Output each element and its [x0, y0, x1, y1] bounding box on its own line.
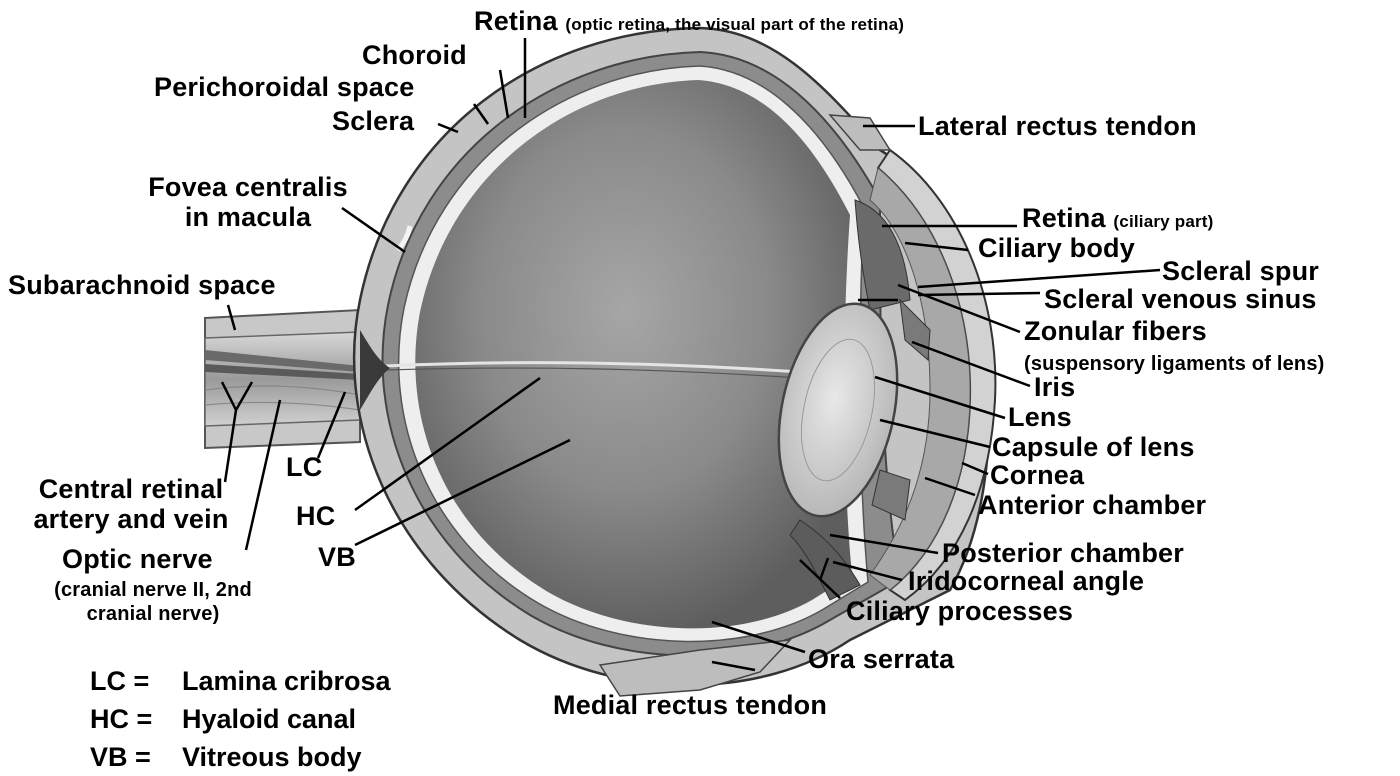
zonular-fibers-label: Zonular fibers [1024, 316, 1207, 346]
central-retinal-line1: Central retinal [20, 474, 242, 504]
legend-term: Vitreous body [182, 742, 362, 772]
legend-abbr: VB = [90, 742, 182, 772]
legend-term: Hyaloid canal [182, 704, 356, 734]
sclera-label: Sclera [332, 106, 414, 136]
ciliary-processes-label: Ciliary processes [846, 596, 1073, 626]
fovea-label: Fovea centralis in macula [130, 172, 366, 232]
capsule-of-lens-label: Capsule of lens [992, 432, 1195, 462]
cornea-label: Cornea [990, 460, 1084, 490]
retina-ciliary-label: Retina (ciliary part) [1022, 203, 1214, 237]
lc-label: LC [286, 452, 322, 482]
hc-label: HC [296, 501, 335, 531]
ciliary-body-label: Ciliary body [978, 233, 1135, 263]
lateral-rectus-tendon-label: Lateral rectus tendon [918, 111, 1197, 141]
vb-label: VB [318, 542, 356, 572]
retina-optic-sub: (optic retina, the visual part of the re… [565, 15, 904, 34]
scleral-venous-sinus-label: Scleral venous sinus [1044, 284, 1317, 314]
perichoroidal-space-label: Perichoroidal space [154, 72, 414, 102]
legend-row: LC =Lamina cribrosa [90, 666, 391, 696]
optic-nerve-drawing [205, 310, 360, 448]
iridocorneal-angle-label: Iridocorneal angle [908, 566, 1144, 596]
legend-row: HC =Hyaloid canal [90, 704, 356, 734]
subarachnoid-space-label: Subarachnoid space [8, 270, 276, 300]
fovea-label-line2: in macula [130, 202, 366, 232]
retina-optic-label: Retina (optic retina, the visual part of… [474, 6, 904, 40]
optic-nerve-sub-line1: (cranial nerve II, 2nd [22, 578, 284, 602]
central-retinal-line2: artery and vein [20, 504, 242, 534]
scleral-spur-label: Scleral spur [1162, 256, 1319, 286]
central-retinal-label: Central retinal artery and vein [20, 474, 242, 534]
legend-abbr: LC = [90, 666, 182, 696]
choroid-label: Choroid [362, 40, 467, 70]
legend-term: Lamina cribrosa [182, 666, 391, 696]
optic-nerve-sub-label: (cranial nerve II, 2nd cranial nerve) [22, 578, 284, 626]
ora-serrata-label: Ora serrata [808, 644, 954, 674]
legend-abbr: HC = [90, 704, 182, 734]
anterior-chamber-label: Anterior chamber [978, 490, 1206, 520]
retina-optic-main: Retina [474, 6, 558, 36]
medial-rectus-tendon-label: Medial rectus tendon [553, 690, 827, 720]
lens-label: Lens [1008, 402, 1072, 432]
iris-label: Iris [1034, 372, 1075, 402]
posterior-chamber-label: Posterior chamber [942, 538, 1184, 568]
fovea-label-line1: Fovea centralis [130, 172, 366, 202]
legend-row: VB =Vitreous body [90, 742, 362, 772]
retina-ciliary-main: Retina [1022, 203, 1106, 233]
optic-nerve-label: Optic nerve [62, 544, 213, 574]
retina-ciliary-sub: (ciliary part) [1113, 212, 1213, 231]
optic-nerve-sub-line2: cranial nerve) [22, 602, 284, 626]
